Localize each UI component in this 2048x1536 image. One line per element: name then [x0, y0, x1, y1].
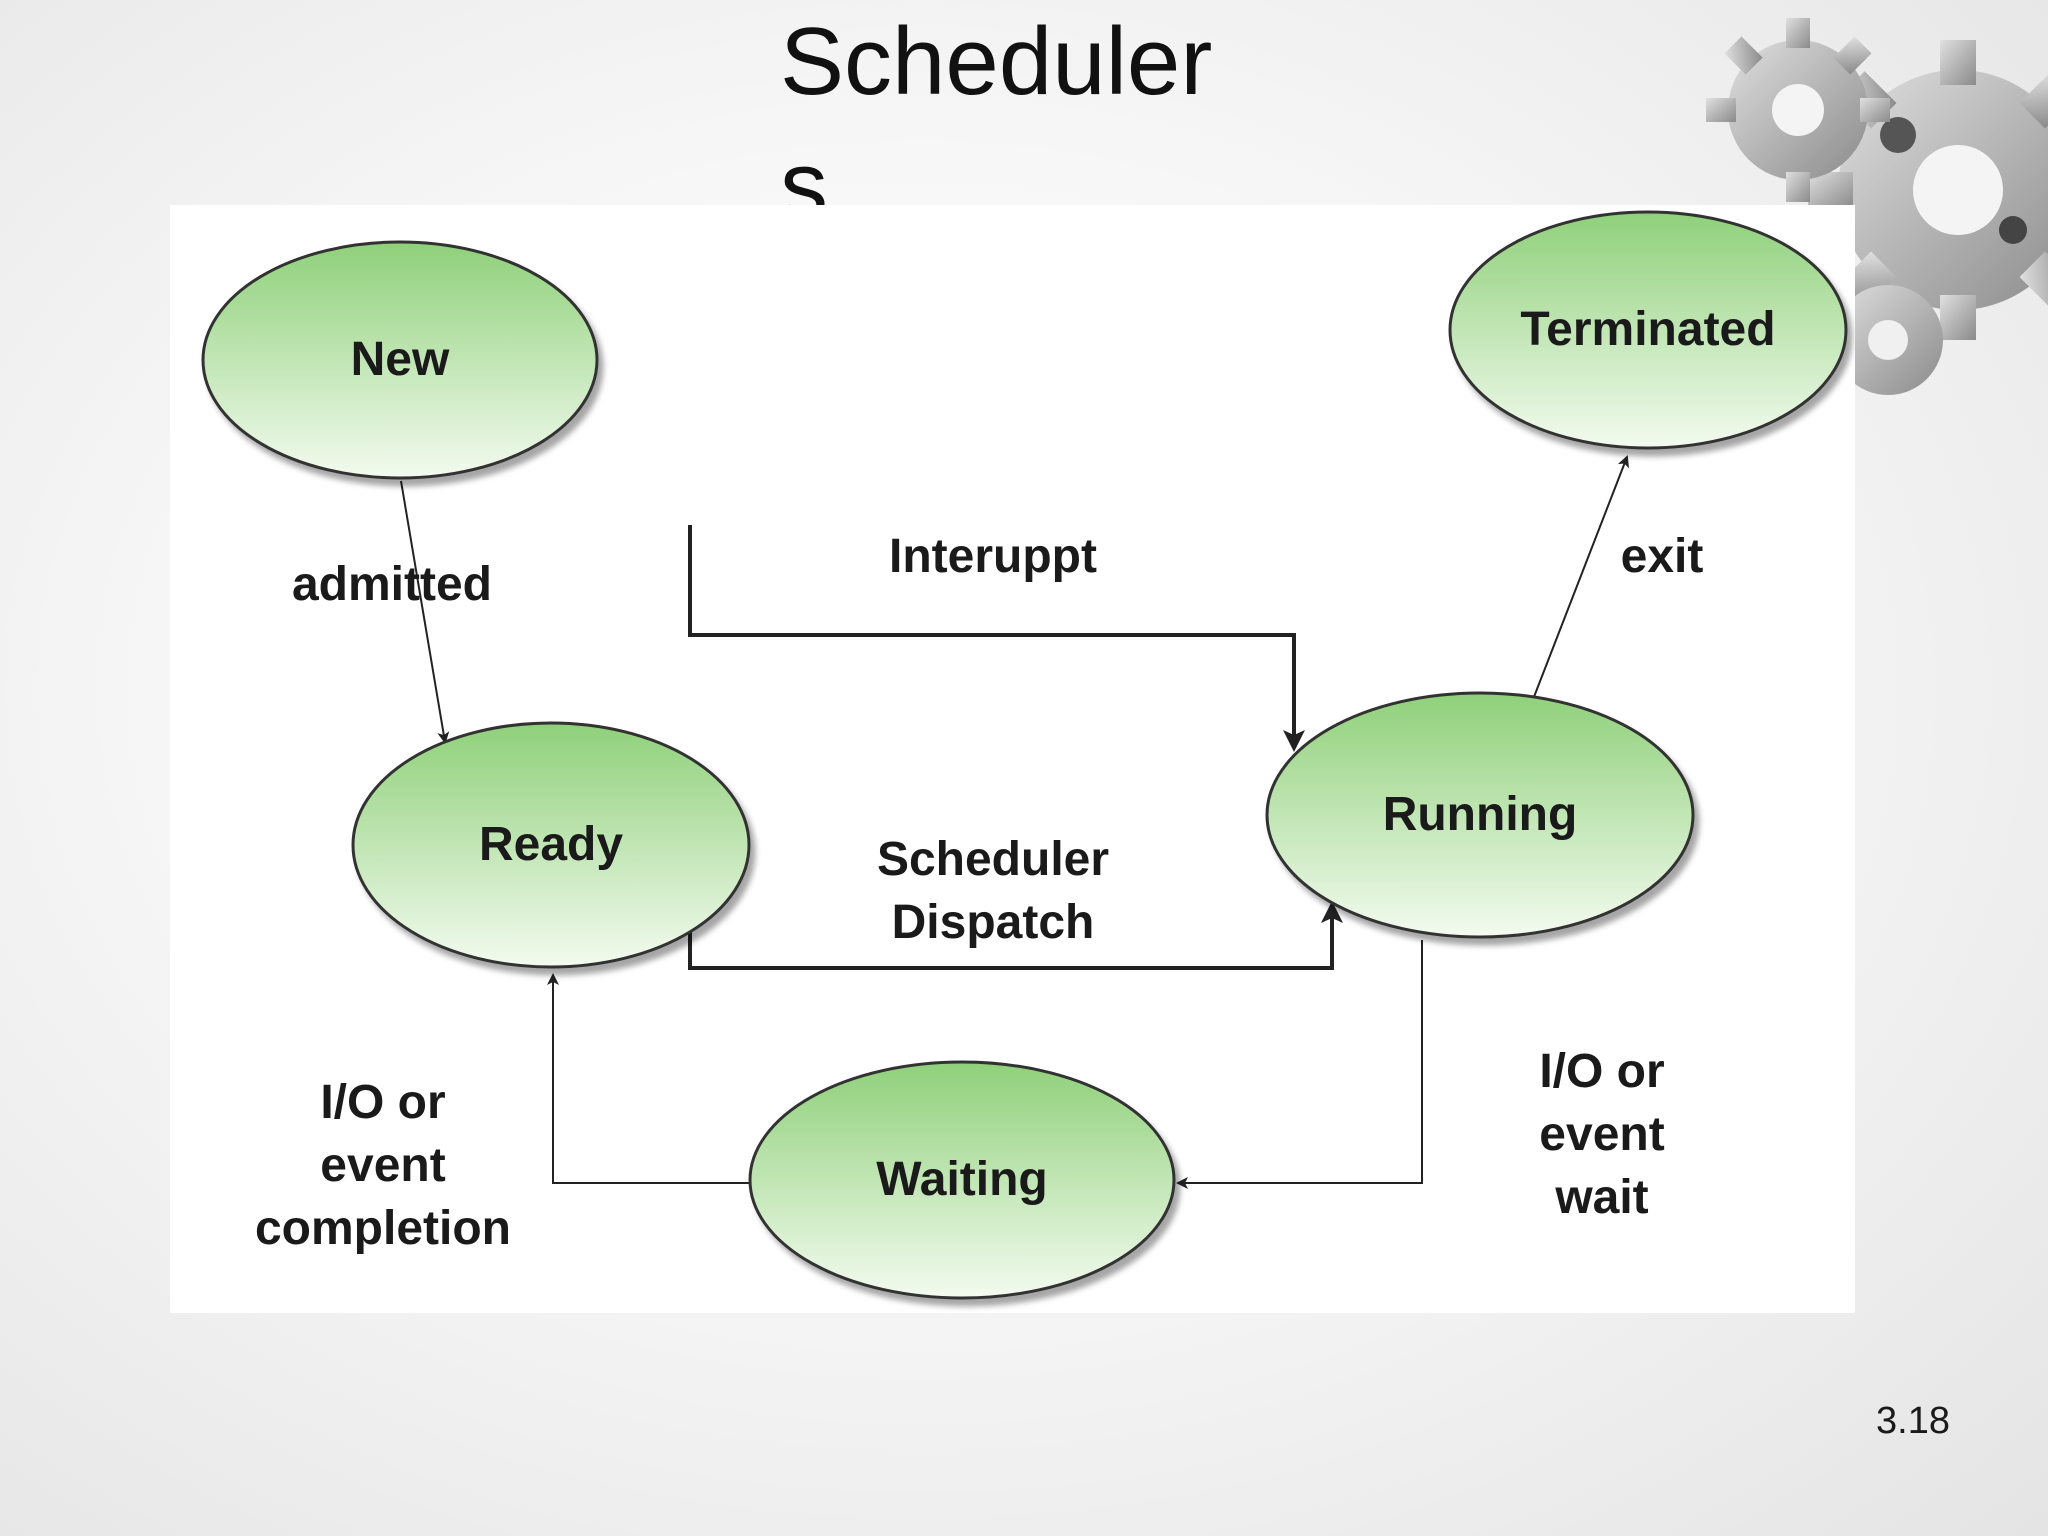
gear-icon [1706, 18, 1890, 202]
diagram-canvas: New Terminated Ready Running Waiting adm… [201, 210, 1848, 1300]
interrupt-label: Interuppt [889, 530, 1097, 583]
io-wait-label-line3: wait [1554, 1171, 1648, 1224]
node-waiting-label: Waiting [876, 1153, 1048, 1206]
node-terminated-label: Terminated [1520, 303, 1775, 356]
node-ready-label: Ready [479, 818, 623, 871]
admitted-arrow [400, 480, 450, 744]
io-wait-label-line2: event [1539, 1108, 1664, 1161]
gear-icon [1833, 285, 1943, 395]
node-terminated: Terminated [1448, 210, 1848, 450]
node-waiting: Waiting [748, 1060, 1176, 1300]
io-completion-label-line1: I/O or [320, 1076, 445, 1129]
io-completion-label-line2: event [320, 1139, 445, 1192]
node-running: Running [1265, 691, 1695, 939]
io-completion-label-line3: completion [255, 1202, 511, 1255]
process-state-diagram: New Terminated Ready Running Waiting adm… [170, 205, 1855, 1313]
gears-decoration [1706, 18, 2048, 395]
interrupt-arrow [688, 525, 1305, 752]
io-wait-arrow [1176, 940, 1423, 1189]
node-new: New [201, 240, 599, 480]
node-running-label: Running [1383, 788, 1578, 841]
node-new-label: New [351, 333, 450, 386]
admitted-label: admitted [292, 558, 492, 611]
io-completion-arrow [547, 973, 752, 1184]
dispatch-label-line2: Dispatch [892, 896, 1095, 949]
io-wait-label-line1: I/O or [1539, 1045, 1664, 1098]
exit-arrow [1531, 455, 1629, 703]
page-number: 3.18 [1876, 1400, 1950, 1442]
node-ready: Ready [351, 721, 751, 969]
exit-label: exit [1621, 530, 1704, 583]
dispatch-label-line1: Scheduler [877, 833, 1109, 886]
